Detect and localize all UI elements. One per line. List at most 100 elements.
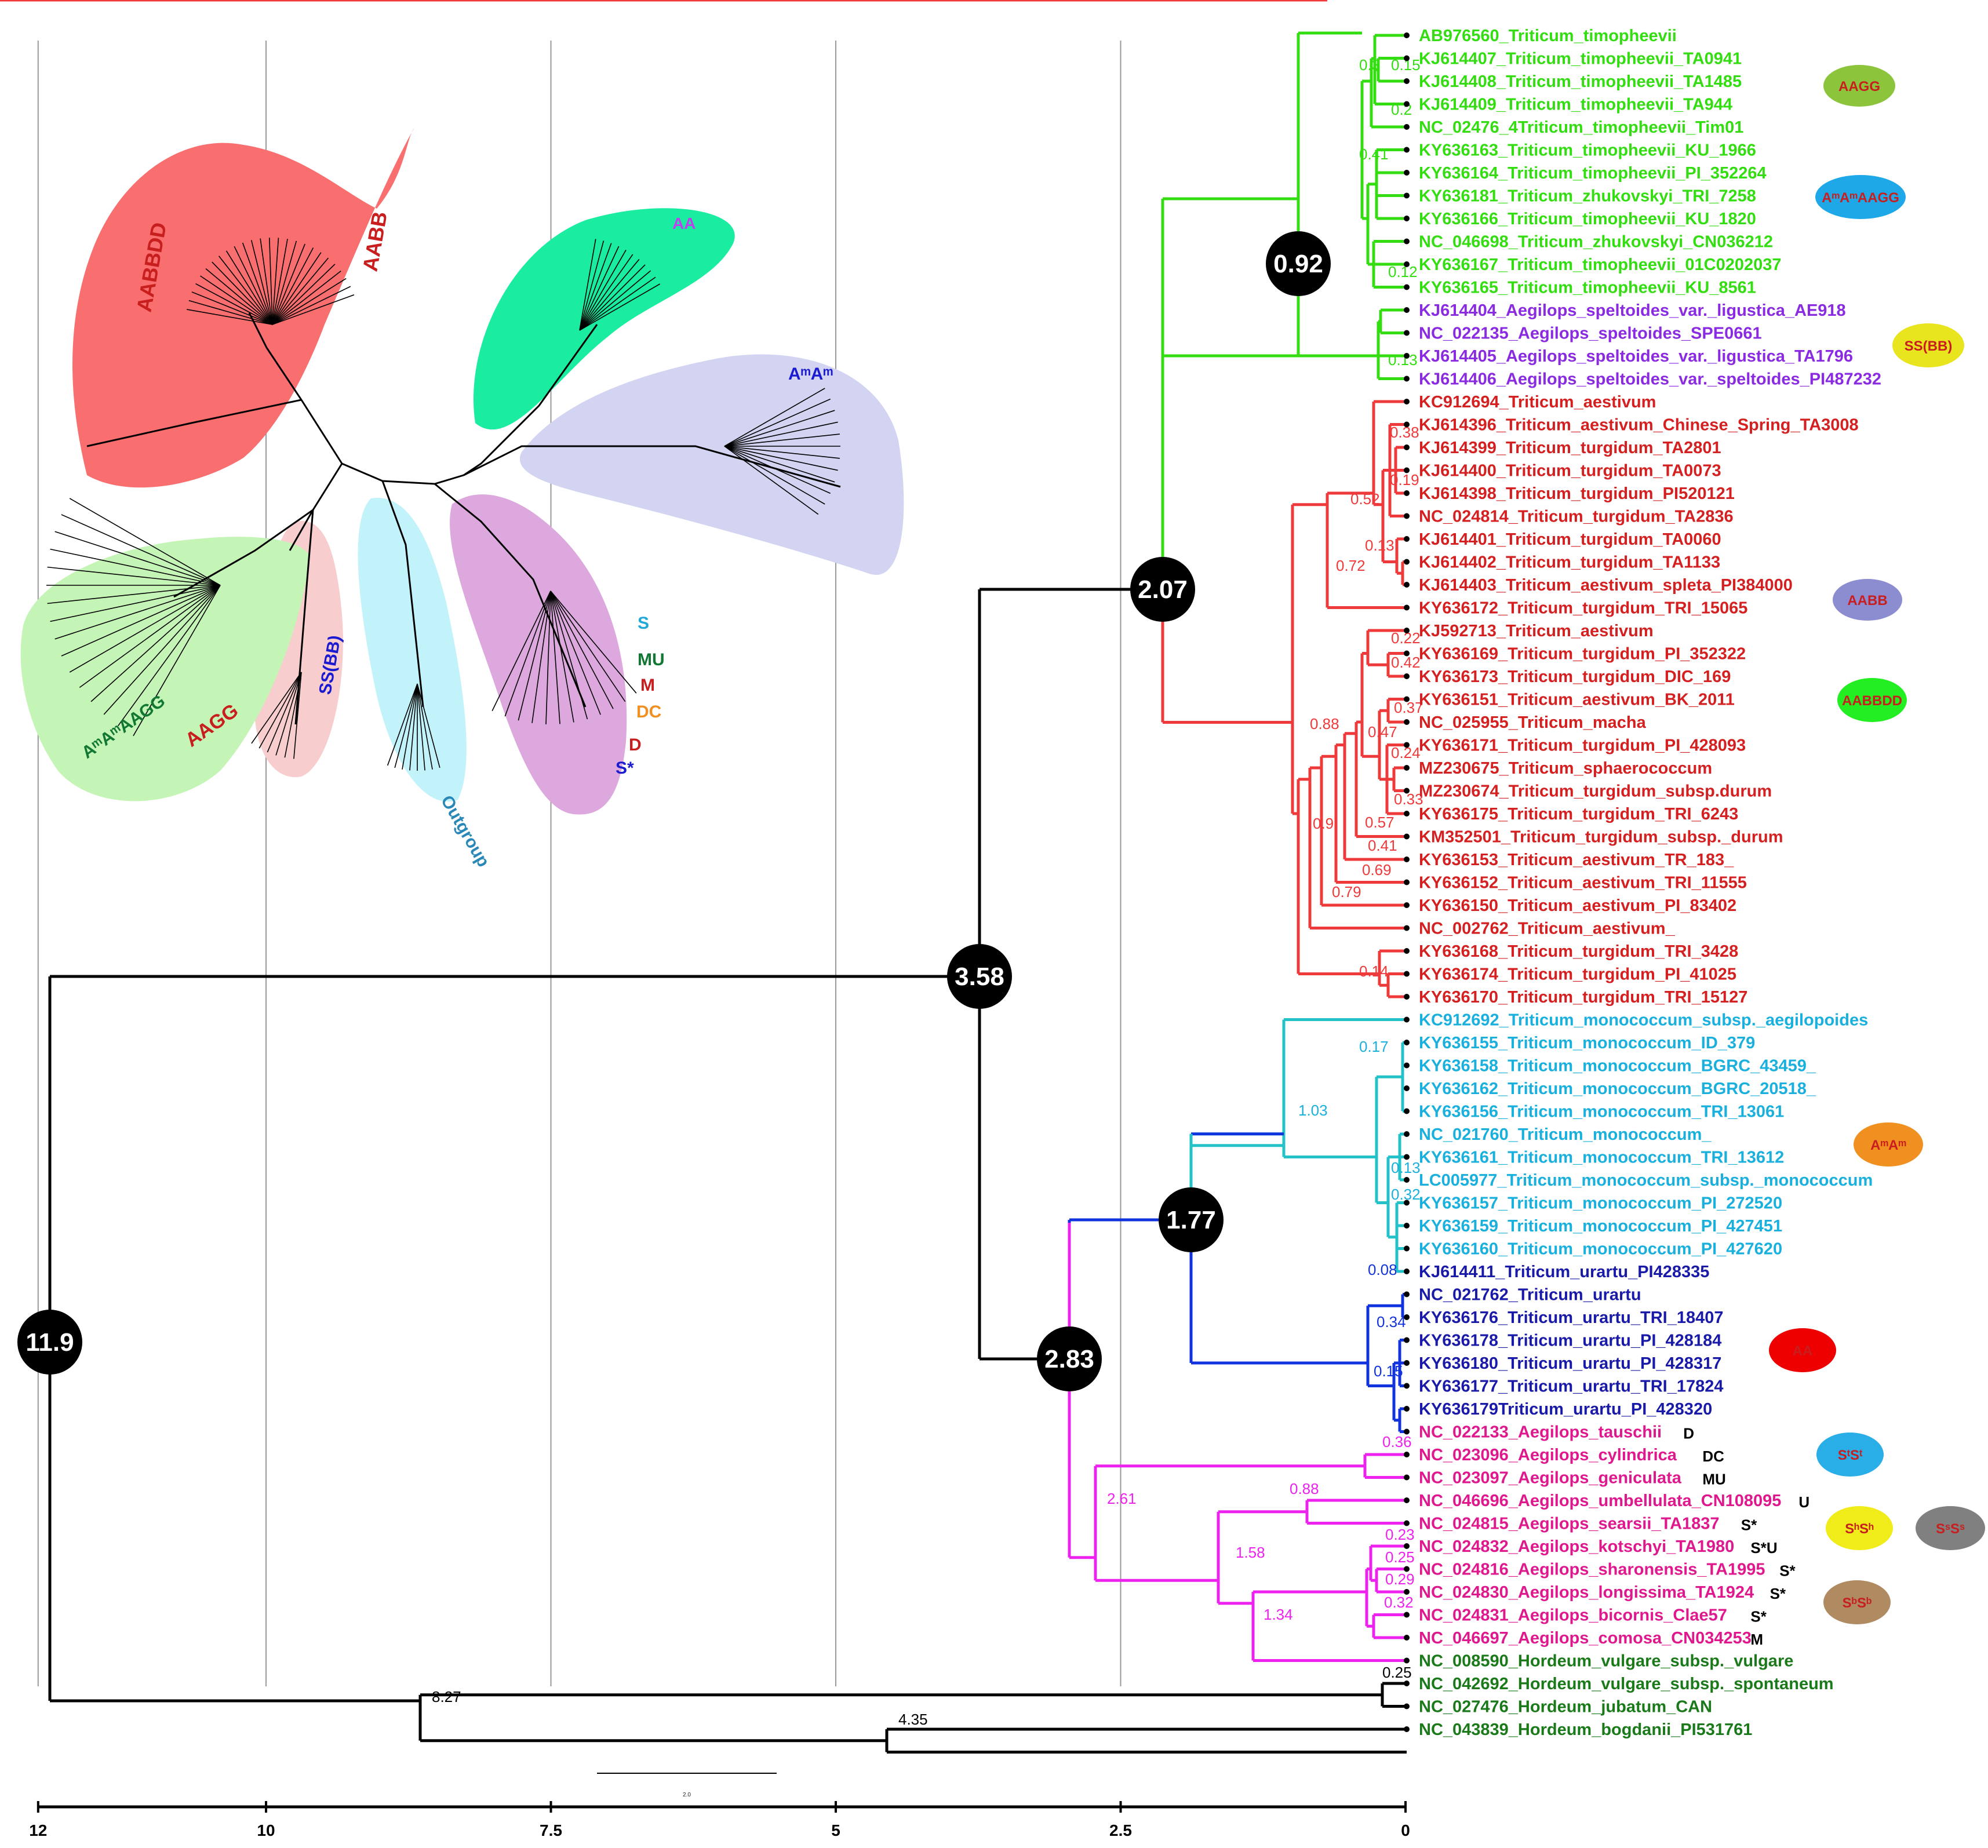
tip-dot (1404, 1657, 1410, 1664)
genome-badge-label: AA (1793, 1343, 1813, 1359)
age-node (1130, 557, 1195, 622)
inset-leaf (550, 591, 637, 694)
branch-label: 0.41 (1359, 145, 1389, 163)
genome-badge (1837, 678, 1907, 722)
tip-dot (1404, 765, 1410, 771)
taxon-label: NC_023096_Aegilops_cylindrica (1419, 1446, 1677, 1464)
branch-label: 0.25 (1382, 1664, 1412, 1681)
genome-badge-label: SᵗSᵗ (1838, 1448, 1863, 1463)
inset-leaf (284, 672, 302, 758)
taxon-label: KJ614400_Triticum_turgidum_TA0073 (1419, 462, 1721, 480)
taxon-label: KJ614403_Triticum_aestivum_spleta_PI3840… (1419, 576, 1793, 595)
branch-label: 0.19 (1390, 471, 1419, 489)
inset-leaf (579, 264, 646, 331)
tip-dot (1404, 1223, 1410, 1229)
inset-leaf (205, 268, 273, 325)
branch-label: 1.03 (1298, 1102, 1328, 1119)
age-node (1266, 231, 1331, 296)
taxon-label: NC_024816_Aegilops_sharonensis_TA1995 (1419, 1561, 1765, 1579)
inset-leaf (724, 410, 835, 447)
tip-dot (1404, 192, 1410, 199)
taxon-label: KJ592713_Triticum_aestivum (1419, 622, 1654, 640)
inset-leaf (724, 421, 838, 447)
taxon-label: KY636151_Triticum_aestivum_BK_2011 (1419, 691, 1735, 709)
axis-tick-label: 5 (831, 1821, 840, 1839)
genome-tag: S*U (1750, 1539, 1777, 1557)
inset-leaf (579, 254, 633, 331)
tip-dot (1404, 1269, 1410, 1274)
inset-leaf (195, 283, 273, 325)
inset-leaf (550, 591, 626, 702)
taxon-label: KJ614406_Aegilops_speltoides_var._spelto… (1419, 370, 1881, 389)
inset-leaf (54, 585, 221, 640)
inset-branch (463, 445, 841, 488)
genome-badge (1854, 1122, 1923, 1167)
genome-badge-label: AABBDD (1842, 693, 1902, 709)
taxon-label: KY636175_Triticum_turgidum_TRI_6243 (1419, 805, 1738, 823)
genome-tag: MU (1702, 1471, 1725, 1488)
tip-dot (1404, 994, 1410, 1000)
inset-leaf (417, 683, 440, 768)
branch-label: 0.32 (1384, 1594, 1414, 1611)
inset-leaf (272, 243, 305, 325)
inset-leaf (394, 683, 418, 768)
genome-badge (1833, 579, 1902, 621)
inset-leaf (579, 239, 596, 331)
inset-branch (86, 399, 302, 447)
tip-dot (1404, 1200, 1410, 1206)
inset-leaf (69, 585, 221, 673)
tip-dot (1404, 101, 1410, 107)
tip-dot (1404, 1703, 1410, 1710)
inset-blob-outgroup (358, 498, 467, 802)
tip-dot (1404, 1154, 1410, 1160)
inset-leaf (724, 446, 835, 483)
taxon-label: KY636179Triticum_urartu_PI_428320 (1419, 1400, 1712, 1419)
taxon-label: KY636162_Triticum_monococcum_BGRC_20518_ (1419, 1080, 1816, 1098)
taxon-label: AB976560_Triticum_timopheevii (1419, 27, 1677, 45)
branch-label: 0.52 (1350, 490, 1380, 508)
branch-label: 0.79 (1332, 883, 1361, 901)
genome-badge-label: AᵐAᵐAAGG (1822, 190, 1899, 206)
inset-genome-label: S* (616, 759, 634, 778)
branch-label: 0.47 (1368, 723, 1397, 741)
tip-dot (1404, 1245, 1410, 1252)
taxon-label: KY636161_Triticum_monococcum_TRI_13612 (1419, 1149, 1784, 1167)
branch-label: 0.13 (1391, 1159, 1421, 1176)
inset-leaf (724, 433, 840, 447)
tip-dot (1404, 650, 1410, 657)
taxon-label: KY636180_Triticum_urartu_PI_428317 (1419, 1354, 1721, 1373)
inset-leaf (518, 591, 551, 721)
branch-label: 0.88 (1290, 1480, 1319, 1497)
tip-dot (1404, 421, 1410, 428)
age-node-label: 3.58 (955, 963, 1004, 991)
inset-branch (463, 324, 598, 476)
branch-label: 0.13 (1388, 351, 1418, 369)
inset-leaf (417, 683, 425, 771)
taxon-label: KY636167_Triticum_timopheevii_01C0202037 (1419, 256, 1781, 274)
inset-leaf (272, 294, 355, 325)
inset-genome-label: DC (636, 702, 661, 721)
inset-branch (381, 480, 424, 708)
inset-leaf (550, 591, 560, 724)
axis-tick-label: 7.5 (540, 1821, 562, 1839)
inset-leaf (531, 591, 551, 723)
inset-leaf (545, 591, 551, 724)
branch-label: 1.58 (1236, 1544, 1265, 1561)
inset-genome-label: MU (638, 650, 665, 669)
tip-dot (1404, 948, 1410, 954)
inset-branch (434, 483, 587, 708)
taxon-label: KJ614402_Triticum_turgidum_TA1133 (1419, 553, 1720, 572)
tip-dot (1404, 1177, 1410, 1183)
tip-dot (1404, 536, 1410, 542)
tip-dot (1404, 628, 1410, 633)
genome-tag: S* (1741, 1517, 1757, 1534)
genome-tag: DC (1702, 1448, 1724, 1465)
inset-leaf (188, 300, 273, 325)
inset-leaf (61, 585, 221, 657)
branch-label: 0.15 (1374, 1362, 1403, 1380)
age-nodes: 11.93.582.070.922.831.77 (17, 231, 1331, 1391)
tip-dot (1404, 467, 1410, 473)
inset-leaf (402, 683, 418, 770)
taxon-label: KY636163_Triticum_timopheevii_KU_1966 (1419, 141, 1756, 160)
